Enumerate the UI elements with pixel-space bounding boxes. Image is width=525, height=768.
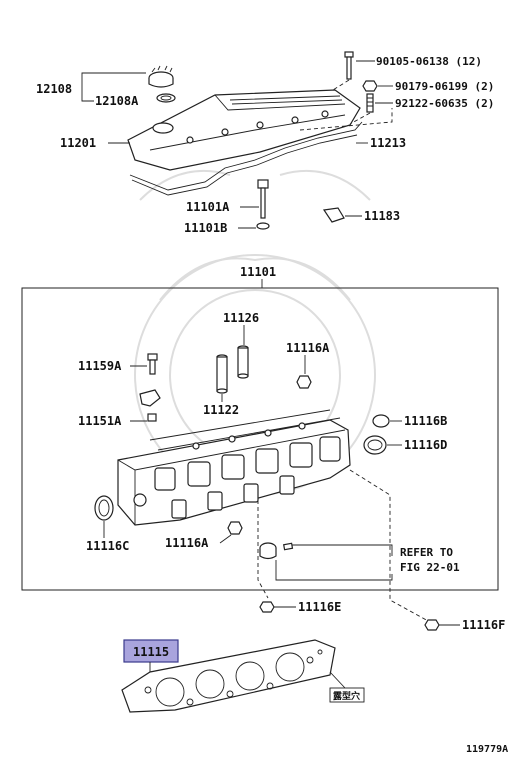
cap-gasket-part [156, 93, 176, 103]
head-cover-gasket-edge [131, 134, 358, 196]
refer-part [259, 542, 294, 560]
refer-line-2[interactable]: FIG 22-01 [400, 561, 460, 574]
guide-11116f [349, 469, 431, 623]
refer-line-1[interactable]: REFER TO [400, 546, 453, 559]
bolt-90105-part [344, 51, 354, 80]
label-11115[interactable]: 11115 [133, 645, 169, 659]
label-11126[interactable]: 11126 [223, 311, 259, 325]
label-11116d[interactable]: 11116D [404, 438, 447, 452]
part-11151a [139, 389, 161, 422]
head-bolt-part [257, 179, 269, 219]
valve-guide-right-part [237, 345, 249, 379]
bolt-11159a-part [147, 353, 158, 375]
label-12108[interactable]: 12108 [36, 82, 72, 96]
plug-11116e-part [259, 601, 275, 613]
plug-11116f-part [424, 619, 440, 631]
label-12108a[interactable]: 12108A [95, 94, 139, 108]
label-11213[interactable]: 11213 [370, 136, 406, 150]
label-90179[interactable]: 90179-06199 (2) [395, 80, 494, 93]
label-11116a-bottom[interactable]: 11116A [165, 536, 209, 550]
oil-filler-cap-part [148, 65, 174, 88]
plug-11116a-top-part [296, 375, 312, 389]
guide-11116e [257, 500, 269, 599]
label-92122[interactable]: 92122-60635 (2) [395, 97, 494, 110]
label-11116f[interactable]: 11116F [462, 618, 505, 632]
bolt-guide [332, 79, 350, 91]
plug-11116c-part [94, 495, 114, 521]
label-11116e[interactable]: 11116E [298, 600, 341, 614]
plug-11116b-part [372, 414, 390, 428]
nut-90179-part [362, 80, 378, 92]
label-90105[interactable]: 90105-06138 (12) [376, 55, 482, 68]
cylinder-head-gasket-part [121, 639, 336, 713]
label-11116c[interactable]: 11116C [86, 539, 129, 553]
label-11116b[interactable]: 11116B [404, 414, 447, 428]
head-bolt-washer-part [256, 222, 270, 230]
leader-11116a-bottom [219, 534, 232, 544]
cylinder-head-cover-part [127, 89, 361, 171]
plug-11116d-part [363, 435, 387, 455]
label-11122[interactable]: 11122 [203, 403, 239, 417]
figure-id: 119779A [466, 744, 508, 755]
cover-guide [299, 108, 393, 131]
highlight-box-11115[interactable] [123, 639, 179, 663]
label-11101a[interactable]: 11101A [186, 200, 230, 214]
stud-guide [349, 112, 371, 125]
cylinder-head-assembly-frame [21, 287, 499, 591]
label-11183[interactable]: 11183 [364, 209, 400, 223]
head-cover-gasket-part [129, 121, 363, 191]
part-11183 [322, 207, 345, 223]
valve-guide-left-part [216, 354, 228, 394]
leader-refer [292, 544, 393, 556]
label-11101[interactable]: 11101 [240, 265, 276, 279]
leader-jp-tag [329, 671, 346, 689]
plug-11116a-bottom-part [227, 521, 243, 535]
label-11159a[interactable]: 11159A [78, 359, 122, 373]
label-11201[interactable]: 11201 [60, 136, 96, 150]
bracket-12108 [81, 72, 146, 102]
label-11116a-top[interactable]: 11116A [286, 341, 330, 355]
label-11151a[interactable]: 11151A [78, 414, 122, 428]
jp-tag-box [329, 687, 365, 703]
label-11101b[interactable]: 11101B [184, 221, 227, 235]
cylinder-head-part [117, 409, 351, 526]
stud-92122-part [366, 93, 374, 113]
jp-tag-label: 露型穴 [333, 690, 360, 702]
leader-refer-box [275, 560, 393, 581]
